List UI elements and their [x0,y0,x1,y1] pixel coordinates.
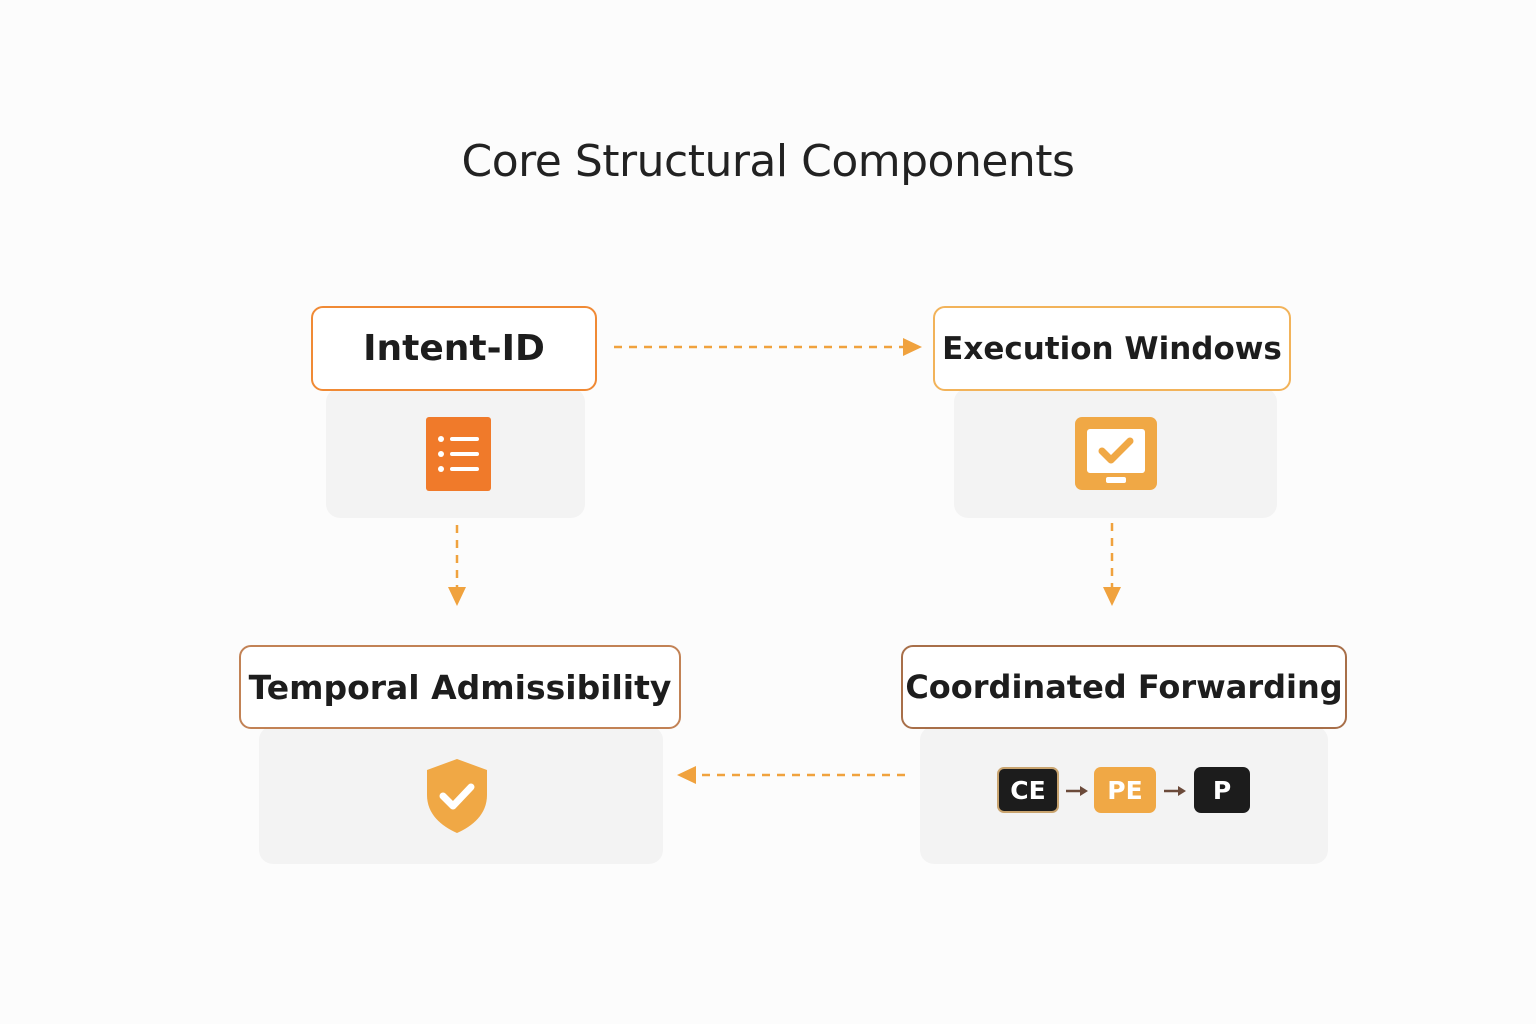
temporal-admissibility-box: Temporal Admissibility [239,645,681,729]
chain-chip-pe-label: PE [1107,775,1143,805]
chain-chip-ce-label: CE [1010,775,1046,805]
coordinated-forwarding-box: Coordinated Forwarding [901,645,1347,729]
arrowhead-down-left [448,587,466,606]
intent-id-box: Intent-ID [311,306,597,391]
arrow-right-icon [1066,786,1088,796]
diagram-title: Core Structural Components [461,136,1075,187]
execution-windows-box: Execution Windows [933,306,1291,391]
checkbox-check-icon [1075,417,1157,494]
coordinated-forwarding-label: Coordinated Forwarding [905,668,1343,706]
temporal-admissibility-label: Temporal Admissibility [248,667,672,707]
execution-windows-label: Execution Windows [942,330,1282,367]
chain-chip-p-label: P [1212,775,1232,805]
arrowhead-right [903,338,922,356]
arrowhead-left [677,766,696,784]
chain-chip-pe: PE [1094,767,1156,813]
chain-chip-p: P [1194,767,1250,813]
list-icon [426,417,491,495]
shield-check-icon [425,758,489,838]
intent-id-label: Intent-ID [363,328,545,369]
arrowhead-down-right [1103,587,1121,606]
chain-chip-ce: CE [997,767,1059,813]
arrow-right-icon [1164,786,1186,796]
